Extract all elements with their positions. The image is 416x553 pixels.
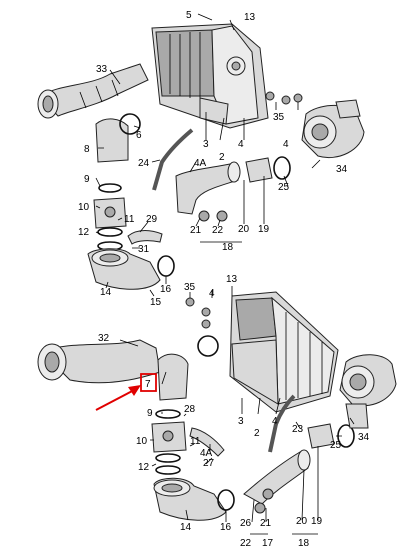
- callout-label: 18: [298, 538, 310, 549]
- callout-label: 34: [358, 432, 370, 443]
- bolt-lower-c: [201, 319, 211, 329]
- callout-label: 24: [138, 158, 150, 169]
- callout-label: 4A: [200, 448, 213, 459]
- callout-label: 3: [203, 139, 209, 150]
- callout-label: 4: [272, 416, 278, 427]
- air-mass-meter-upper: [93, 118, 129, 251]
- callout-label: 3: [238, 416, 244, 427]
- callout-label: 16: [160, 284, 172, 295]
- highlight-arrow-head: [128, 385, 141, 396]
- highlight-label: 7: [145, 379, 151, 390]
- air-duct-upper: [175, 156, 291, 215]
- bolt-upper-a: [265, 91, 275, 101]
- clamp-upper-a: [198, 210, 210, 222]
- callout-label: 14: [180, 522, 192, 533]
- intake-pipe-upper: [37, 63, 149, 119]
- clamp-lower-b: [254, 502, 266, 514]
- callout-label: 31: [138, 244, 150, 255]
- callout-label: 33: [96, 64, 108, 75]
- air-filter-housing-lower: [229, 291, 339, 413]
- callout-label: 11: [124, 214, 135, 225]
- callout-label: 10: [136, 436, 148, 447]
- callout-label: 12: [78, 227, 90, 238]
- callout-label: 34: [336, 164, 348, 175]
- callout-label: 19: [311, 516, 323, 527]
- breather-hose-lower: [268, 394, 296, 453]
- callout-label: 35: [184, 282, 196, 293]
- callout-label: 4: [209, 288, 215, 299]
- hose-upper-29: [127, 230, 163, 245]
- highlight-box: [140, 373, 157, 392]
- lower-assembly: [37, 291, 397, 521]
- intake-pipe-lower: [37, 339, 161, 384]
- seal-ring-upper: [119, 113, 141, 135]
- lower-hose-lower: [153, 477, 235, 521]
- callout-label: 16: [220, 522, 232, 533]
- callout-label: 6: [136, 130, 142, 141]
- callout-label: 32: [98, 333, 110, 344]
- callout-label: 17: [262, 538, 274, 549]
- callout-label: 29: [146, 214, 158, 225]
- callout-label: 13: [244, 12, 256, 23]
- bolt-lower-a: [185, 297, 195, 307]
- callout-label: 8: [84, 144, 90, 155]
- callout-label: 4: [238, 139, 244, 150]
- seal-ring-lower: [197, 335, 219, 357]
- callout-label: 4A: [194, 158, 207, 169]
- callout-label: 11: [190, 436, 201, 447]
- clamp-lower-a: [262, 488, 274, 500]
- callout-label: 20: [296, 516, 308, 527]
- callout-label: 5: [186, 10, 192, 21]
- callout-label: 26: [240, 518, 252, 529]
- callout-label: 23: [292, 424, 304, 435]
- lower-hose-upper: [87, 248, 175, 290]
- callout-label: 25: [278, 182, 290, 193]
- turbocharger-lower: [339, 354, 397, 429]
- air-filter-housing-upper: [151, 23, 269, 129]
- highlighted-callout-7[interactable]: 7: [95, 373, 157, 411]
- callout-label: 21: [190, 225, 202, 236]
- callout-label: 22: [240, 538, 252, 549]
- callout-labels: 5 13 33 6 3 2 4 35 4 8 24 4A 34 9 25 10 …: [78, 10, 370, 549]
- turbocharger-upper: [301, 99, 365, 158]
- callout-label: 35: [273, 112, 285, 123]
- breather-hose-upper: [152, 128, 194, 191]
- callout-label: 20: [238, 224, 250, 235]
- air-mass-meter-lower: [151, 353, 189, 475]
- callout-label: 12: [138, 462, 150, 473]
- callout-label: 9: [84, 174, 90, 185]
- callout-label: 10: [78, 202, 90, 213]
- bolt-upper-b: [281, 95, 291, 105]
- callout-label: 4: [283, 139, 289, 150]
- highlight-arrow-shaft: [95, 387, 139, 411]
- callout-label: 21: [260, 518, 272, 529]
- callout-label: 27: [203, 458, 215, 469]
- callout-label: 2: [219, 152, 225, 163]
- callout-label: 19: [258, 224, 270, 235]
- callout-label: 2: [254, 428, 260, 439]
- bolt-upper-c: [293, 93, 303, 103]
- leader-lines: [95, 13, 355, 535]
- upper-assembly: [37, 23, 365, 290]
- hose-lower-27: [189, 427, 225, 457]
- air-duct-lower: [243, 423, 355, 505]
- callout-label: 9: [147, 408, 153, 419]
- callout-label: 28: [184, 404, 196, 415]
- callout-label: 22: [212, 225, 224, 236]
- callout-label: 13: [226, 274, 238, 285]
- clamp-upper-b: [216, 210, 228, 222]
- callout-label: 25: [330, 440, 342, 451]
- callout-label: 14: [100, 287, 112, 298]
- callout-label: 15: [150, 297, 162, 308]
- callout-label: 18: [222, 242, 234, 253]
- bolt-lower-b: [201, 307, 211, 317]
